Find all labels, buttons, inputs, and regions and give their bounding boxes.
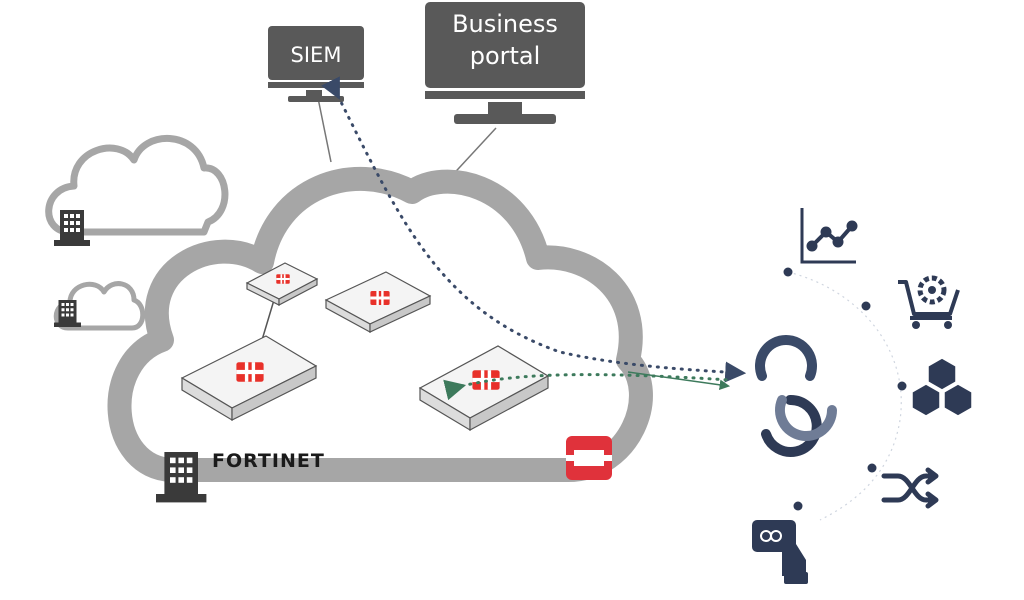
building-icon <box>156 452 207 503</box>
building-icon <box>54 300 81 327</box>
line-chart-icon <box>800 208 858 264</box>
business-portal-label-line1: Business <box>452 10 558 38</box>
openstack-logo-icon <box>566 436 612 480</box>
cart-gear-icon <box>898 275 960 329</box>
siem-to-orchestrator-path <box>321 76 747 383</box>
orchestrator-logo-icon <box>755 335 837 457</box>
siem-connector <box>317 97 332 163</box>
fortigate-appliance-small <box>245 262 319 306</box>
orbit-node <box>897 381 907 391</box>
appliance-to-orchestrator-path <box>443 373 732 401</box>
orbit-node <box>867 463 877 473</box>
building-icon <box>54 210 90 246</box>
orbit-node <box>861 301 871 311</box>
orbit-node <box>783 267 793 277</box>
fortigate-appliance-large <box>180 335 318 422</box>
cubes-icon <box>911 357 973 417</box>
appliance-connector <box>261 299 275 341</box>
shuffle-arrows-icon <box>881 467 939 509</box>
small-cloud-top-left <box>45 135 229 236</box>
siem-monitor: SIEM <box>268 26 364 102</box>
business-portal-monitor: Business portal <box>425 2 585 124</box>
tap-card-icon <box>752 520 808 584</box>
orbit-node <box>793 501 803 511</box>
cloud-to-orchestrator-line <box>627 371 731 391</box>
fortinet-wordmark: FORTINET <box>212 450 325 472</box>
siem-label: SIEM <box>291 43 342 67</box>
orbit-arc <box>787 271 902 521</box>
business-portal-label-line2: portal <box>470 42 541 70</box>
